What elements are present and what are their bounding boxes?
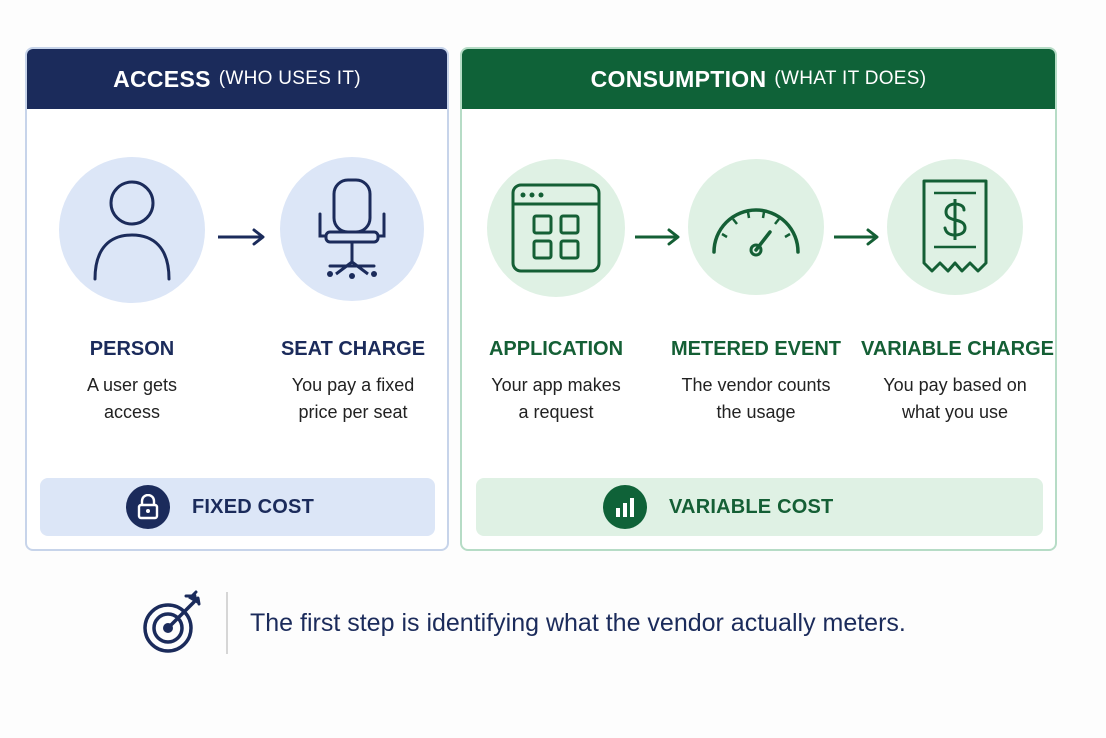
consumption-header: CONSUMPTION (WHAT IT DOES) (462, 49, 1055, 109)
office-chair-icon (318, 178, 386, 279)
variable-charge-circle (887, 159, 1023, 295)
footer-text: The first step is identifying what the v… (250, 608, 906, 637)
step-desc-seat-charge: You pay a fixed price per seat (291, 375, 415, 422)
person-circle (59, 157, 205, 303)
step-desc-metered-event: The vendor counts the usage (681, 375, 831, 422)
step-desc-variable-charge: You pay based on what you use (883, 375, 1027, 422)
seat-circle (280, 157, 424, 301)
gauge-icon (712, 208, 800, 257)
variable-cost-label: VARIABLE COST (669, 495, 834, 518)
lock-icon (126, 485, 170, 529)
receipt-dollar-icon (922, 179, 988, 273)
step-title-person: PERSON (89, 338, 175, 360)
step-title-variable-charge: VARIABLE CHARGE (861, 338, 1054, 360)
step-title-metered-event: METERED EVENT (670, 338, 842, 360)
consumption-subtitle: (WHAT IT DOES) (774, 68, 927, 89)
access-header: ACCESS (WHO USES IT) (27, 49, 447, 109)
step-title-application: APPLICATION (488, 338, 624, 360)
access-panel: ACCESS (WHO USES IT) PERSON A user gets … (25, 47, 449, 551)
application-circle (487, 159, 625, 297)
app-window-icon (511, 183, 601, 273)
footer: The first step is identifying what the v… (140, 590, 906, 656)
metered-event-circle (688, 159, 824, 295)
bar-chart-icon (603, 485, 647, 529)
fixed-cost-label: FIXED COST (192, 495, 315, 518)
target-arrow-icon (143, 590, 201, 653)
consumption-title: CONSUMPTION (590, 65, 767, 92)
arrow-right-icon (834, 228, 879, 246)
variable-cost-bar: VARIABLE COST (476, 478, 1043, 536)
access-title: ACCESS (113, 65, 211, 92)
arrow-right-icon (635, 228, 680, 246)
fixed-cost-bar: FIXED COST (40, 478, 435, 536)
arrow-right-icon (218, 228, 265, 246)
step-desc-person: A user gets access (86, 375, 178, 422)
footer-divider (226, 592, 228, 654)
person-icon (93, 180, 171, 281)
step-desc-application: Your app makes a request (491, 375, 621, 422)
access-subtitle: (WHO USES IT) (218, 68, 361, 89)
step-title-seat-charge: SEAT CHARGE (280, 338, 426, 360)
consumption-panel: CONSUMPTION (WHAT IT DOES) (460, 47, 1057, 551)
